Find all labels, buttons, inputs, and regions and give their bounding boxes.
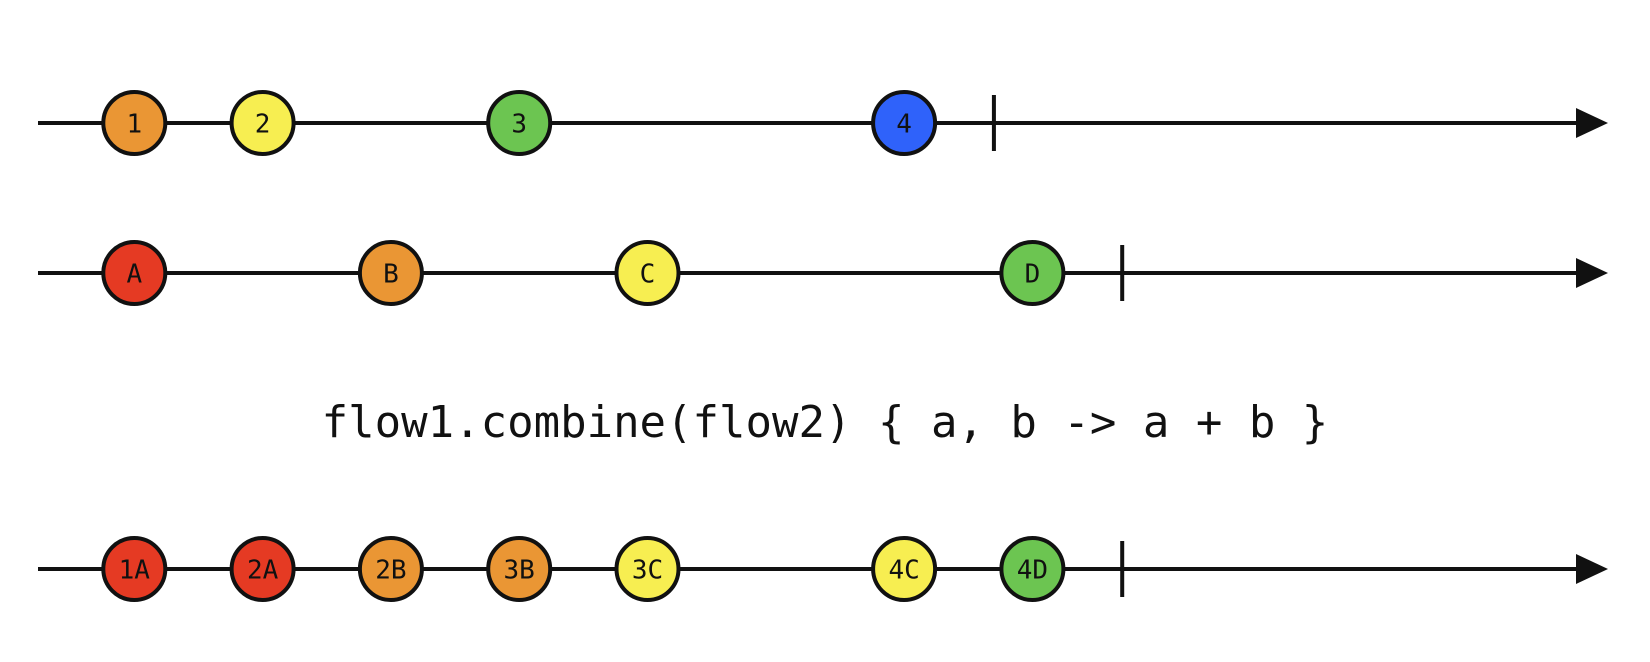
- marble-label: 4: [896, 110, 912, 140]
- marble: 1: [101, 90, 168, 156]
- marble-circle: [101, 90, 168, 156]
- marble: 4D: [999, 536, 1066, 602]
- marble-circle: [229, 536, 296, 602]
- marble: 4C: [871, 536, 938, 602]
- marble-label: 2B: [375, 556, 406, 586]
- marble-circle: [357, 240, 424, 306]
- marble-label: 3: [511, 110, 527, 140]
- marble-circle: [357, 536, 424, 602]
- operator-label: flow1.combine(flow2) { a, b -> a + b }: [322, 397, 1329, 448]
- marble-circle: [614, 240, 681, 306]
- marble-label: 2: [255, 110, 271, 140]
- marble-circle: [486, 536, 553, 602]
- marble: 1A: [101, 536, 168, 602]
- marble: C: [614, 240, 681, 306]
- timeline-arrow-head: [1576, 258, 1608, 288]
- marble: 3: [486, 90, 553, 156]
- marble-label: B: [383, 260, 399, 290]
- marble-circle: [871, 536, 938, 602]
- marble-label: 3B: [504, 556, 535, 586]
- marble: 3C: [614, 536, 681, 602]
- marble-label: 1: [126, 110, 142, 140]
- timeline-arrow-head: [1576, 108, 1608, 138]
- marble-circle: [871, 90, 938, 156]
- marble-circle: [229, 90, 296, 156]
- marble: D: [999, 240, 1066, 306]
- marble: 4: [871, 90, 938, 156]
- marble-circle: [999, 240, 1066, 306]
- marble-label: D: [1025, 260, 1041, 290]
- marble: 2A: [229, 536, 296, 602]
- marble-circle: [614, 536, 681, 602]
- result-timeline: 1A 2A 2B 3B 3C 4C 4D: [38, 536, 1608, 602]
- marble-circle: [999, 536, 1066, 602]
- marble-circle: [486, 90, 553, 156]
- marble: 3B: [486, 536, 553, 602]
- marble-label: C: [640, 260, 656, 290]
- marble-label: 3C: [632, 556, 663, 586]
- flow1-timeline: 1 2 3 4: [38, 90, 1608, 156]
- marble-label: 4C: [888, 556, 919, 586]
- flow2-timeline: A B C D: [38, 240, 1608, 306]
- marble: B: [357, 240, 424, 306]
- marble-circle: [101, 240, 168, 306]
- timeline-arrow-head: [1576, 554, 1608, 584]
- marble-label: A: [126, 260, 142, 290]
- marble: 2: [229, 90, 296, 156]
- marble-label: 2A: [247, 556, 279, 586]
- marble-label: 4D: [1017, 556, 1048, 586]
- marble: A: [101, 240, 168, 306]
- marble-circle: [101, 536, 168, 602]
- marble-label: 1A: [119, 556, 151, 586]
- marble: 2B: [357, 536, 424, 602]
